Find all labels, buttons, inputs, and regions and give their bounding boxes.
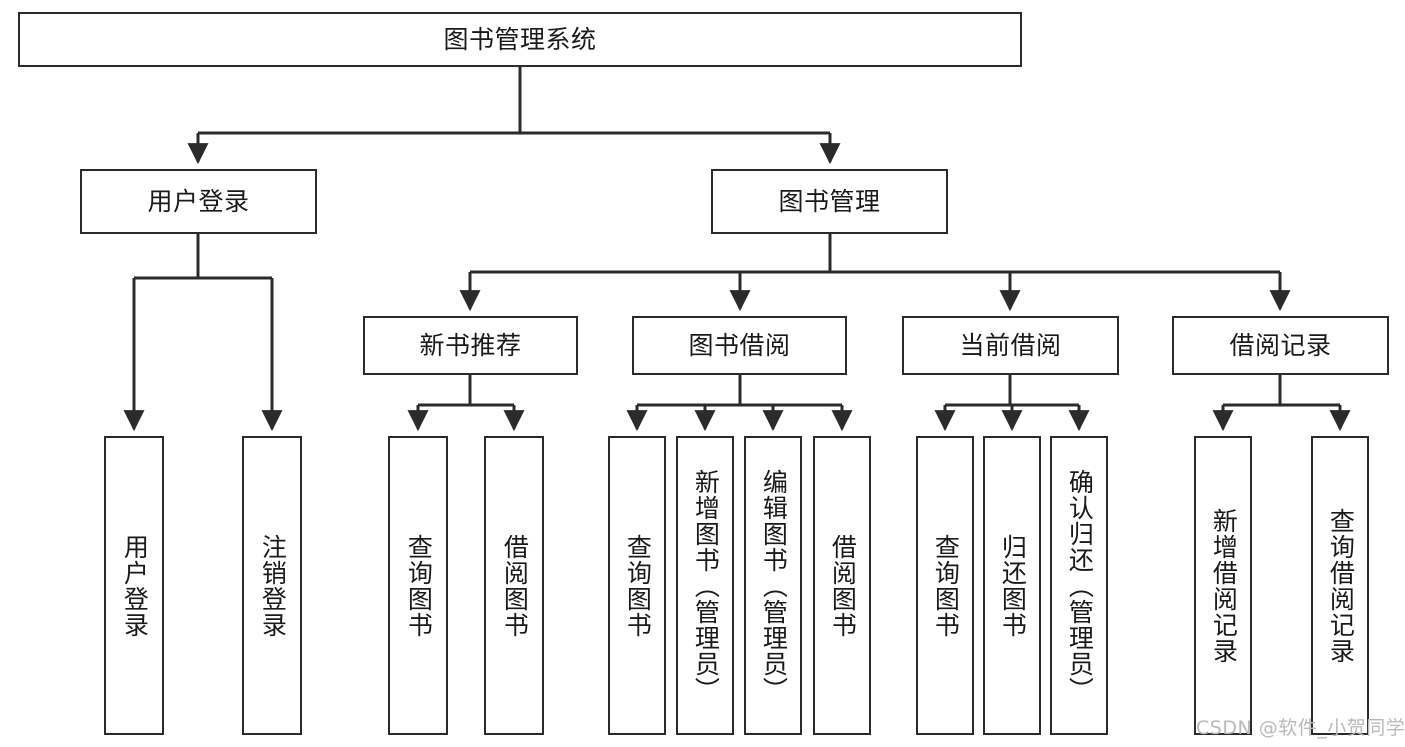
leaf-confirm-return-admin[interactable]: 确认归还（管理员） <box>1050 436 1108 735</box>
leaf-query-book-borrow[interactable]: 查询图书 <box>608 436 666 735</box>
leaf-borrow-book-new[interactable]: 借阅图书 <box>484 436 544 735</box>
leaf-borrow-book[interactable]: 借阅图书 <box>813 436 871 735</box>
leaf-label: 借阅图书 <box>828 533 858 638</box>
leaf-label: 用户登录 <box>120 533 150 638</box>
leaf-label: 查询图书 <box>404 533 434 638</box>
leaf-label: 归还图书 <box>998 533 1028 638</box>
node-root-label: 图书管理系统 <box>443 24 597 54</box>
leaf-label: 编辑图书（管理员） <box>759 468 789 703</box>
node-borrow-record-label: 借阅记录 <box>1229 330 1332 360</box>
leaf-query-book-new[interactable]: 查询图书 <box>388 436 448 735</box>
leaf-query-borrow-record[interactable]: 查询借阅记录 <box>1311 436 1369 735</box>
leaf-label: 确认归还（管理员） <box>1065 468 1095 703</box>
leaf-label: 查询图书 <box>623 533 653 638</box>
leaf-user-login[interactable]: 用户登录 <box>104 436 164 735</box>
node-current-borrow-label: 当前借阅 <box>959 330 1062 360</box>
leaf-label: 新增图书（管理员） <box>691 468 721 703</box>
leaf-label: 新增借阅记录 <box>1209 507 1239 664</box>
node-current-borrow[interactable]: 当前借阅 <box>902 316 1119 375</box>
node-book-borrow[interactable]: 图书借阅 <box>632 316 847 375</box>
node-new-book-recommend-label: 新书推荐 <box>419 330 522 360</box>
node-book-management-label: 图书管理 <box>778 186 881 216</box>
leaf-add-borrow-record[interactable]: 新增借阅记录 <box>1194 436 1252 735</box>
watermark: CSDN @软件_小贺同学 <box>1196 717 1405 739</box>
leaf-logout[interactable]: 注销登录 <box>242 436 302 735</box>
node-root[interactable]: 图书管理系统 <box>18 12 1022 67</box>
node-book-management[interactable]: 图书管理 <box>711 169 948 234</box>
leaf-label: 查询图书 <box>931 533 961 638</box>
node-user-login-label: 用户登录 <box>147 186 250 216</box>
leaf-edit-book-admin[interactable]: 编辑图书（管理员） <box>744 436 802 735</box>
leaf-return-book[interactable]: 归还图书 <box>983 436 1041 735</box>
leaf-query-book-current[interactable]: 查询图书 <box>916 436 974 735</box>
node-new-book-recommend[interactable]: 新书推荐 <box>363 316 578 375</box>
leaf-label: 借阅图书 <box>500 533 530 638</box>
leaf-label: 查询借阅记录 <box>1326 507 1356 664</box>
node-user-login[interactable]: 用户登录 <box>80 169 317 234</box>
node-book-borrow-label: 图书借阅 <box>688 330 791 360</box>
leaf-add-book-admin[interactable]: 新增图书（管理员） <box>676 436 734 735</box>
node-borrow-record[interactable]: 借阅记录 <box>1172 316 1389 375</box>
leaf-label: 注销登录 <box>258 533 288 638</box>
